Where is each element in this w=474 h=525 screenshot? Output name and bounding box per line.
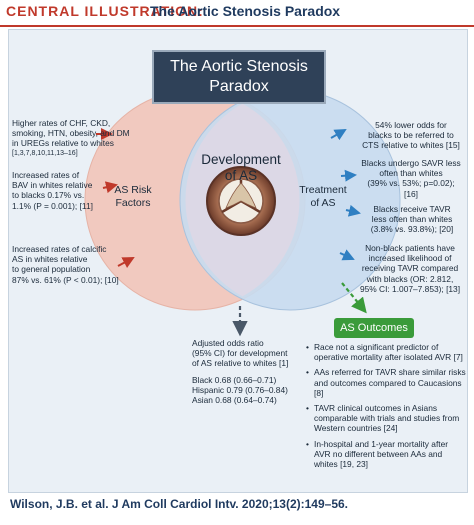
note-line: Higher rates of CHF, CKD, [12, 118, 111, 128]
treatment-note-savr: Blacks undergo SAVR less often than whit… [356, 158, 466, 199]
title-line-2: Paradox [209, 78, 269, 95]
note-line: Adjusted odds ratio [192, 338, 264, 348]
note-line: Blacks undergo SAVR less [361, 158, 461, 168]
outcomes-badge: AS Outcomes [334, 318, 414, 338]
treatment-label: Treatment of AS [287, 184, 359, 210]
title-line-1: The Aortic Stenosis [170, 58, 308, 75]
note-line: (39% vs. 53%; p=0.02); [367, 178, 455, 189]
list-item: TAVR clinical outcomes in Asians compara… [306, 403, 466, 434]
odds-row: Asian 0.68 (0.64–0.74) [192, 395, 277, 406]
note-line: of AS relative to whites [1] [192, 358, 289, 369]
arrow-icon [102, 181, 118, 194]
note-line: less often than whites [371, 214, 453, 225]
treatment-note-tavr: Blacks receive TAVR less often than whit… [358, 204, 466, 235]
arrow-icon [341, 282, 367, 314]
note-line: [16] [404, 188, 418, 199]
development-line-2: of AS [224, 168, 258, 183]
note-line: AS in whites relative [12, 254, 88, 265]
note-line: increased likelihood of [368, 253, 452, 264]
arrow-icon [345, 204, 361, 217]
risk-note-calcific: Increased rates of calcific AS in whites… [12, 244, 122, 285]
treatment-note-referral: 54% lower odds for blacks to be referred… [356, 120, 466, 151]
note-line: 54% lower odds for [375, 120, 447, 130]
risk-factors-line-2: Factors [115, 197, 151, 209]
list-item: Race not a significant predictor of oper… [306, 342, 466, 362]
header-label: CENTRAL ILLUSTRATION: [6, 3, 204, 19]
odds-row: Hispanic 0.79 (0.76–0.84) [192, 384, 288, 395]
note-line: 87% vs. 61% (P < 0.01); [10] [12, 274, 119, 285]
arrow-icon [340, 169, 357, 182]
development-odds-note: Adjusted odds ratio (95% CI) for develop… [192, 338, 312, 405]
note-line: in UREGs relative to whites [12, 138, 114, 149]
note-line: [1,3,7,8,10,11,13–16] [12, 149, 78, 157]
note-line: 95% CI: 1.007–7.853); [13] [359, 283, 461, 294]
citation: Wilson, J.B. et al. J Am Coll Cardiol In… [10, 497, 349, 511]
risk-note-bav: Increased rates of BAV in whites relativ… [12, 170, 122, 211]
note-line: (3.8% vs. 93.8%); [20] [370, 224, 454, 235]
note-line: to general population [12, 264, 91, 275]
note-line: smoking, HTN, obesity, and DM [12, 128, 130, 139]
aortic-valve-illustration [206, 166, 276, 236]
development-line-1: Development [201, 152, 281, 167]
risk-factors-line-1: AS Risk [114, 184, 152, 196]
title-box: The Aortic Stenosis Paradox [152, 50, 326, 104]
note-line: often than whites [379, 168, 443, 179]
list-item: In-hospital and 1-year mortality after A… [306, 439, 466, 470]
odds-row: Black 0.68 (0.66–0.71) [192, 374, 277, 385]
arrow-icon [117, 257, 135, 268]
treatment-line-2: of AS [310, 197, 336, 209]
header-title: The Aortic Stenosis Paradox [150, 3, 341, 19]
note-line: with blacks (OR: 2.812, [366, 273, 454, 284]
note-line: BAV in whites relative [12, 180, 93, 191]
note-line: Non-black patients have [365, 243, 455, 253]
treatment-line-1: Treatment [299, 184, 347, 196]
arrow-icon [330, 129, 347, 141]
header-divider [0, 25, 474, 27]
note-line: (95% CI) for development [192, 348, 288, 359]
note-line: CTS relative to whites [15] [362, 140, 460, 151]
treatment-note-likelihood: Non-black patients have increased likeli… [354, 243, 466, 294]
note-line: blacks to be referred to [368, 130, 454, 141]
risk-factors-label: AS Risk Factors [100, 184, 166, 210]
outcomes-list: Race not a significant predictor of oper… [306, 342, 466, 474]
note-line: receiving TAVR compared [361, 263, 459, 274]
note-line: 1.1% (P = 0.001); [11] [12, 200, 93, 211]
note-line: Blacks receive TAVR [373, 204, 451, 214]
arrow-icon [339, 249, 355, 261]
note-line: Increased rates of calcific [12, 244, 107, 254]
note-line: Increased rates of [12, 170, 80, 180]
header-bar: CENTRAL ILLUSTRATION: The Aortic Stenosi… [0, 0, 474, 25]
list-item: AAs referred for TAVR share similar risk… [306, 367, 466, 398]
development-label: Development of AS [190, 152, 292, 184]
note-line: to blacks 0.17% vs. [12, 190, 85, 201]
risk-note-comorbidities: Higher rates of CHF, CKD, smoking, HTN, … [12, 118, 162, 159]
